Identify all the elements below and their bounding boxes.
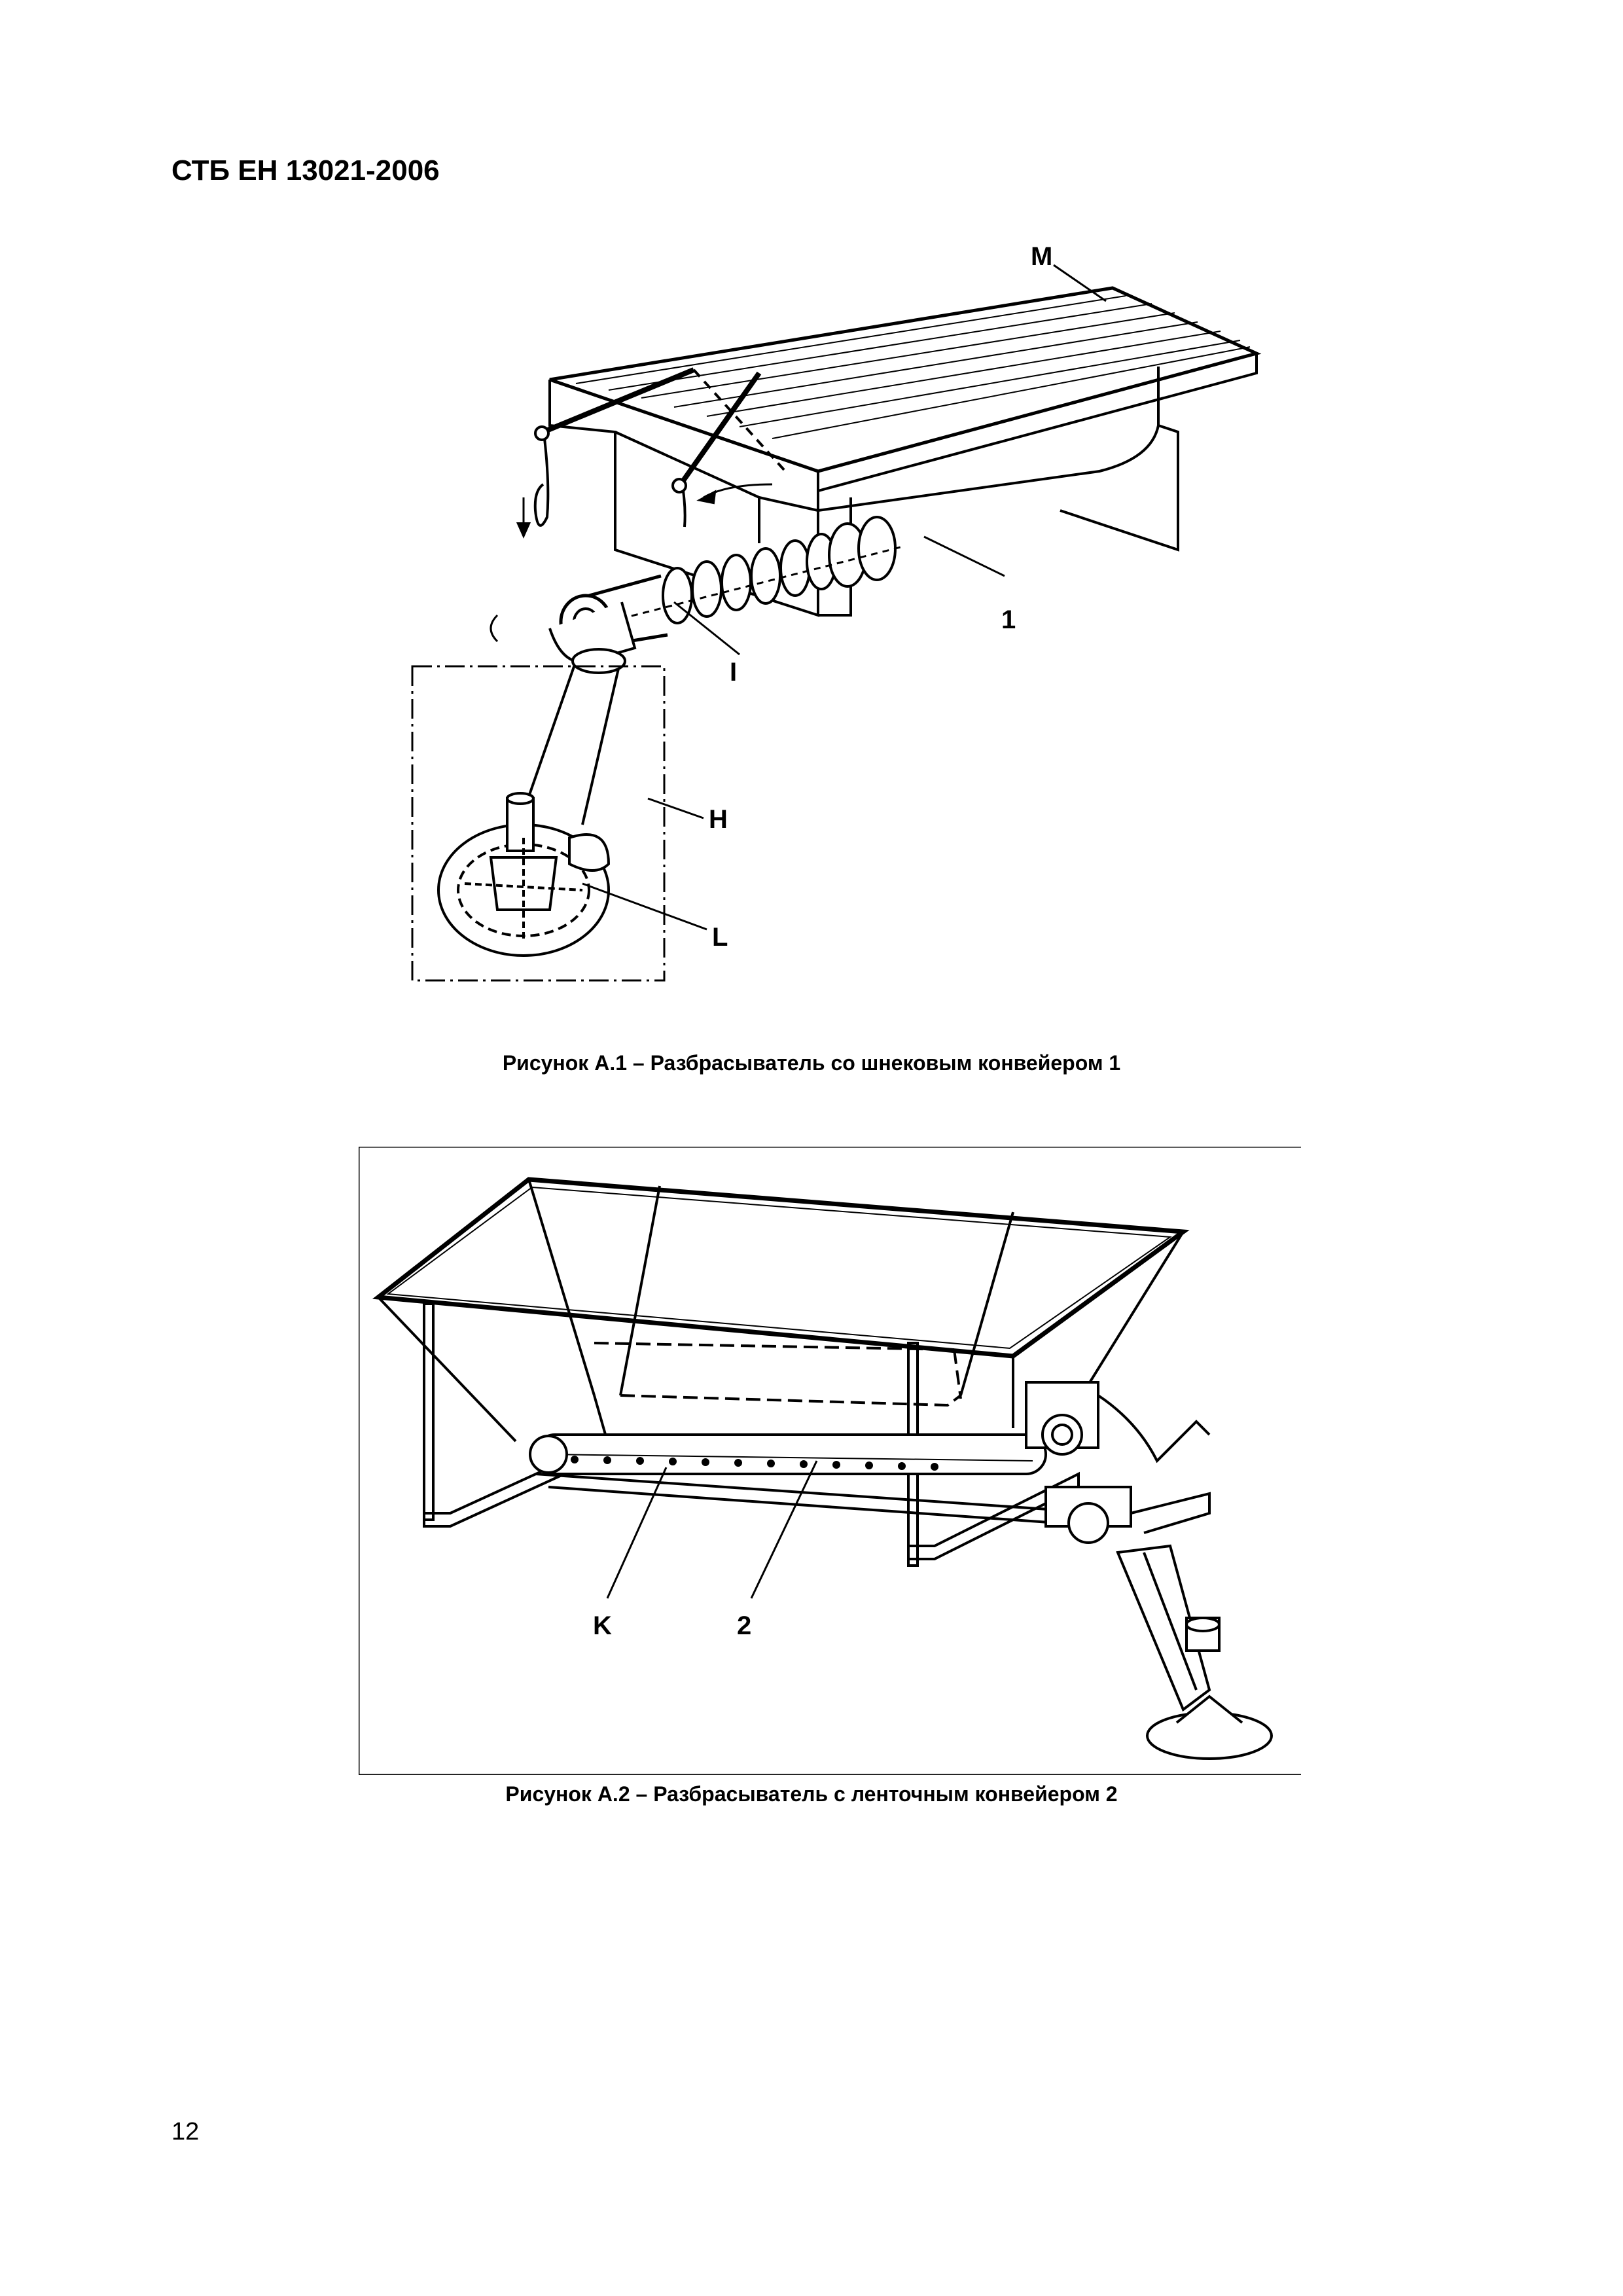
label-k: K xyxy=(593,1611,612,1640)
figure-a2-drawing: K 2 xyxy=(359,1147,1301,1775)
hopper-lid-slats xyxy=(575,295,1251,439)
leader-lines xyxy=(582,264,1107,931)
figure-a1-caption: Рисунок А.1 – Разбрасыватель со шнековым… xyxy=(502,1051,1121,1075)
page-number: 12 xyxy=(171,2118,200,2145)
spreader-frame xyxy=(411,665,666,982)
auger-flights xyxy=(662,516,897,624)
label-1: 1 xyxy=(1001,605,1016,634)
figure-a1-drawing: M 1 I H L xyxy=(411,242,1262,982)
figure-a2-caption: Рисунок А.2 – Разбрасыватель с ленточным… xyxy=(505,1782,1118,1806)
belt-conveyor xyxy=(534,1433,1047,1475)
hopper-rim xyxy=(372,1177,1190,1359)
document-header: СТБ ЕН 13021-2006 xyxy=(171,154,440,187)
label-i: I xyxy=(730,658,737,687)
label-h: H xyxy=(709,805,728,834)
label-l: L xyxy=(712,923,728,952)
label-m: M xyxy=(1031,242,1052,271)
hopper-body xyxy=(548,380,819,617)
label-2: 2 xyxy=(737,1611,751,1640)
belt-cleats xyxy=(571,1456,938,1471)
